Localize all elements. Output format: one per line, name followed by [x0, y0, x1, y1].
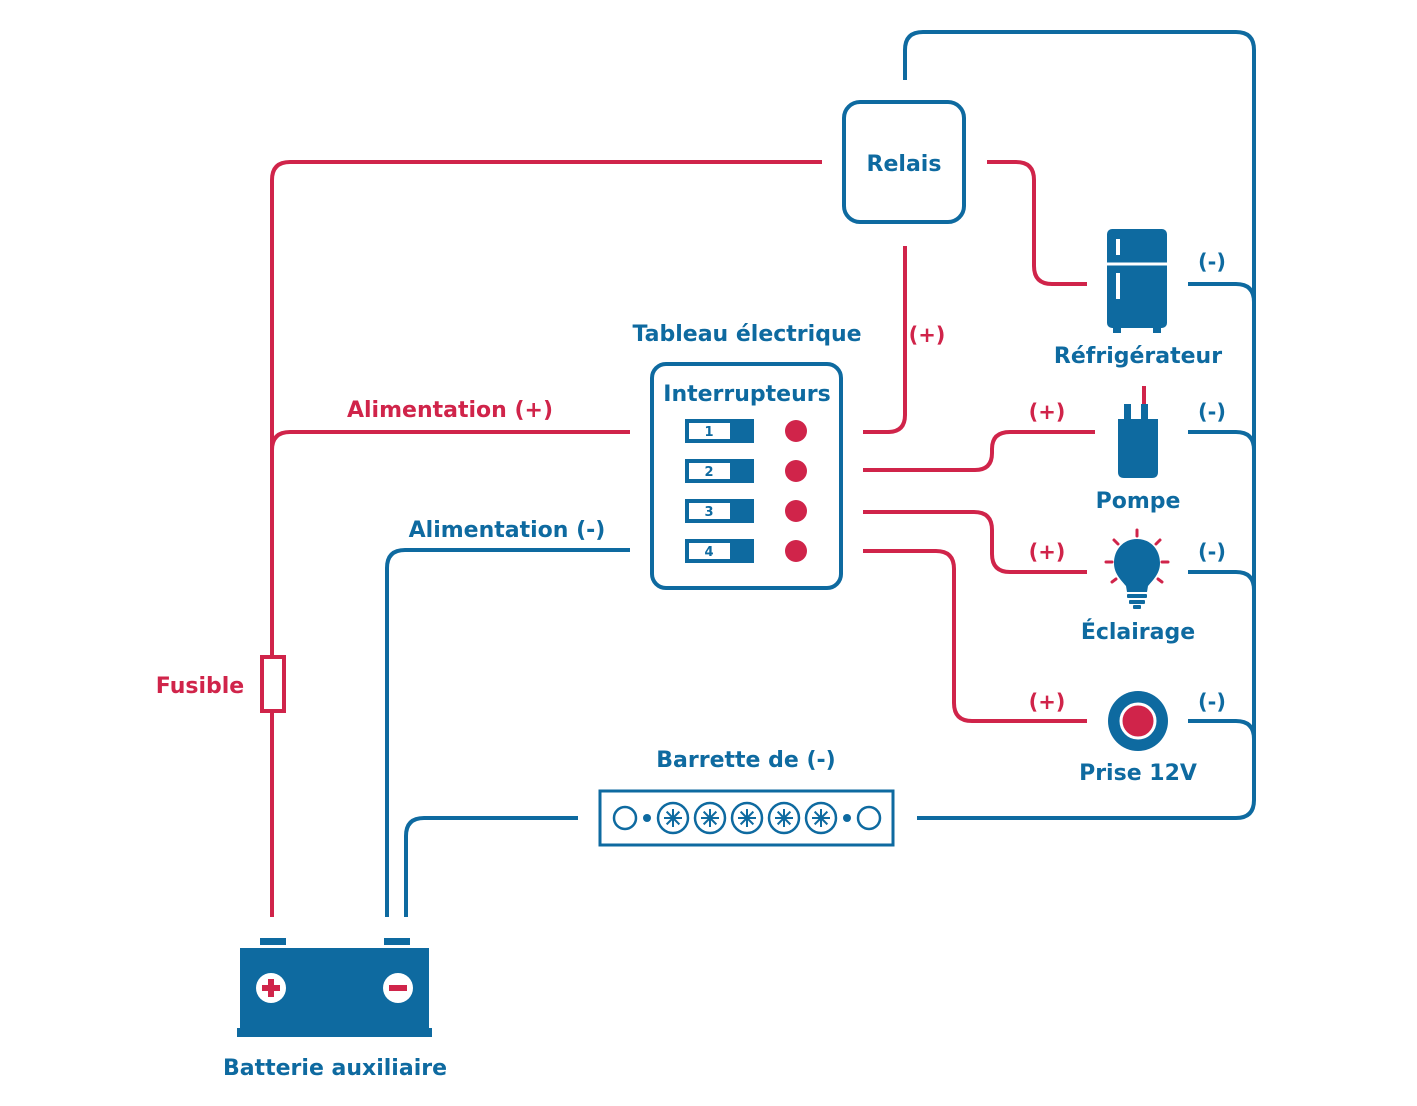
relay-positive-label: (+): [909, 323, 946, 347]
terminal-dot: [843, 814, 851, 822]
pump: Pompe: [1096, 404, 1181, 514]
battery: Batterie auxiliaire: [223, 938, 447, 1081]
socket-positive-label: (+): [1029, 690, 1066, 714]
wire-switch1-to-relay: [863, 246, 907, 434]
switch-rows: 1 2 3 4: [685, 419, 807, 563]
pump-positive-label: (+): [1029, 400, 1066, 424]
wire-switch2-to-pump: [863, 430, 1095, 472]
wire-fridge-negative: [1188, 282, 1256, 303]
wire-relay-to-fridge: [987, 160, 1087, 286]
socket-label: Prise 12V: [1079, 761, 1197, 786]
pump-icon: [1118, 404, 1158, 478]
wire-supply-positive: [270, 430, 630, 451]
lighting-positive-label: (+): [1029, 540, 1066, 564]
switch-indicator-light: [785, 500, 807, 522]
ground-bar: Barrette de (-): [598, 748, 895, 847]
wire-battery-to-relay: [270, 160, 822, 917]
relay-label: Relais: [867, 152, 942, 177]
terminal-end: [856, 805, 882, 831]
fuse: Fusible: [156, 655, 286, 713]
switch-row: 3: [685, 499, 807, 523]
supply-negative-label: Alimentation (-): [409, 518, 606, 543]
ground-bar-icon: [598, 789, 895, 847]
terminal-end: [612, 805, 638, 831]
ground-bar-label: Barrette de (-): [656, 748, 835, 773]
fridge-icon: [1107, 229, 1167, 333]
bar-terminals: [612, 801, 882, 835]
lighting: Éclairage: [1081, 528, 1195, 645]
pump-negative-label: (-): [1198, 400, 1226, 424]
fuse-icon: [260, 655, 286, 713]
switch-number: 1: [704, 425, 713, 440]
fridge-label: Réfrigérateur: [1054, 344, 1222, 369]
fridge: Réfrigérateur: [1054, 229, 1222, 369]
fridge-negative-label: (-): [1198, 250, 1226, 274]
screw-terminal: [730, 801, 764, 835]
switches-title: Interrupteurs: [663, 382, 830, 407]
switch-indicator-light: [785, 540, 807, 562]
screw-terminal: [693, 801, 727, 835]
wire-lighting-negative: [1188, 570, 1256, 591]
wire-switch4-to-socket: [863, 549, 1087, 723]
relay-box: [842, 100, 966, 224]
pump-label: Pompe: [1096, 489, 1181, 514]
battery-label: Batterie auxiliaire: [223, 1056, 447, 1081]
positive-wires: [270, 160, 1146, 917]
panel-title: Tableau électrique: [632, 322, 861, 347]
electrical-panel: Tableau électrique Interrupteurs 1 2 3 4: [632, 322, 862, 590]
battery-icon: [237, 938, 432, 1037]
switch-row: 2: [685, 459, 807, 483]
switch-row: 4: [685, 539, 807, 563]
wire-socket-negative: [1188, 719, 1256, 740]
lightbulb-icon: [1104, 528, 1170, 609]
terminal-dot: [643, 814, 651, 822]
lighting-label: Éclairage: [1081, 619, 1195, 645]
screw-terminal: [767, 801, 801, 835]
socket-negative-label: (-): [1198, 690, 1226, 714]
switch-indicator-light: [785, 420, 807, 442]
switch-row: 1: [685, 419, 807, 443]
wire-supply-negative: [385, 548, 630, 917]
socket: Prise 12V: [1079, 691, 1197, 786]
wire-battery-to-ground-bar: [404, 816, 578, 917]
screw-terminal: [656, 801, 690, 835]
switch-number: 4: [704, 545, 713, 560]
fuse-label: Fusible: [156, 674, 244, 699]
wire-pump-negative: [1188, 430, 1256, 451]
wire-switch3-to-lighting: [863, 510, 1087, 574]
negative-wires: [385, 30, 1256, 917]
screw-terminal: [804, 801, 838, 835]
switch-number: 3: [704, 505, 713, 520]
socket-icon: [1108, 691, 1168, 751]
supply-positive-label: Alimentation (+): [347, 398, 553, 423]
switch-indicator-light: [785, 460, 807, 482]
switch-number: 2: [704, 465, 713, 480]
lighting-negative-label: (-): [1198, 540, 1226, 564]
wire-relay-ground: [903, 30, 1256, 820]
relay: Relais: [842, 100, 966, 224]
